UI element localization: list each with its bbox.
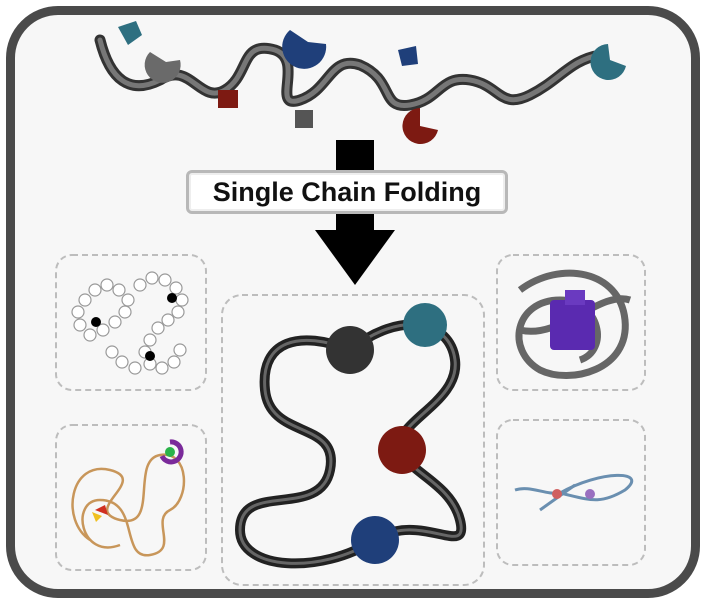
- purple-unit: [159, 439, 184, 465]
- gray-recognition-unit: [144, 52, 181, 83]
- green-unit: [165, 447, 175, 457]
- gray-unit-2: [295, 110, 313, 128]
- loop-illustration: [514, 473, 634, 512]
- yellow-unit: [92, 512, 102, 522]
- navy-recognition-unit: [282, 30, 327, 69]
- fold-arrow: [315, 140, 395, 285]
- panel-top-left: [55, 254, 207, 391]
- red-recognition-unit: [402, 108, 438, 144]
- folded-chain-illustration: [234, 303, 467, 569]
- red-unit: [95, 505, 108, 515]
- tan-chain-illustration: [71, 439, 186, 557]
- bead-marker-3: [145, 351, 155, 361]
- bead-coil-illustration: [71, 271, 189, 375]
- bead-marker-1: [91, 317, 101, 327]
- bead-marker-2: [167, 293, 177, 303]
- unfolded-polymer-chain: [94, 21, 626, 144]
- panel-center: [221, 294, 485, 586]
- panel-bottom-left: [55, 424, 207, 571]
- panel-top-right: [496, 254, 646, 391]
- teal-node: [403, 303, 447, 347]
- red-unit-1: [218, 90, 238, 108]
- single-chain-folding-label: Single Chain Folding: [186, 170, 508, 214]
- purple-bead: [585, 489, 595, 499]
- teal-recognition-unit: [590, 44, 626, 80]
- navy-unit-2: [398, 46, 418, 66]
- red-node: [378, 426, 426, 474]
- gray-node: [326, 326, 374, 374]
- navy-node: [351, 516, 399, 564]
- red-bead: [552, 489, 562, 499]
- teal-unit-1: [118, 21, 142, 45]
- protein-structure-illustration: [515, 269, 632, 380]
